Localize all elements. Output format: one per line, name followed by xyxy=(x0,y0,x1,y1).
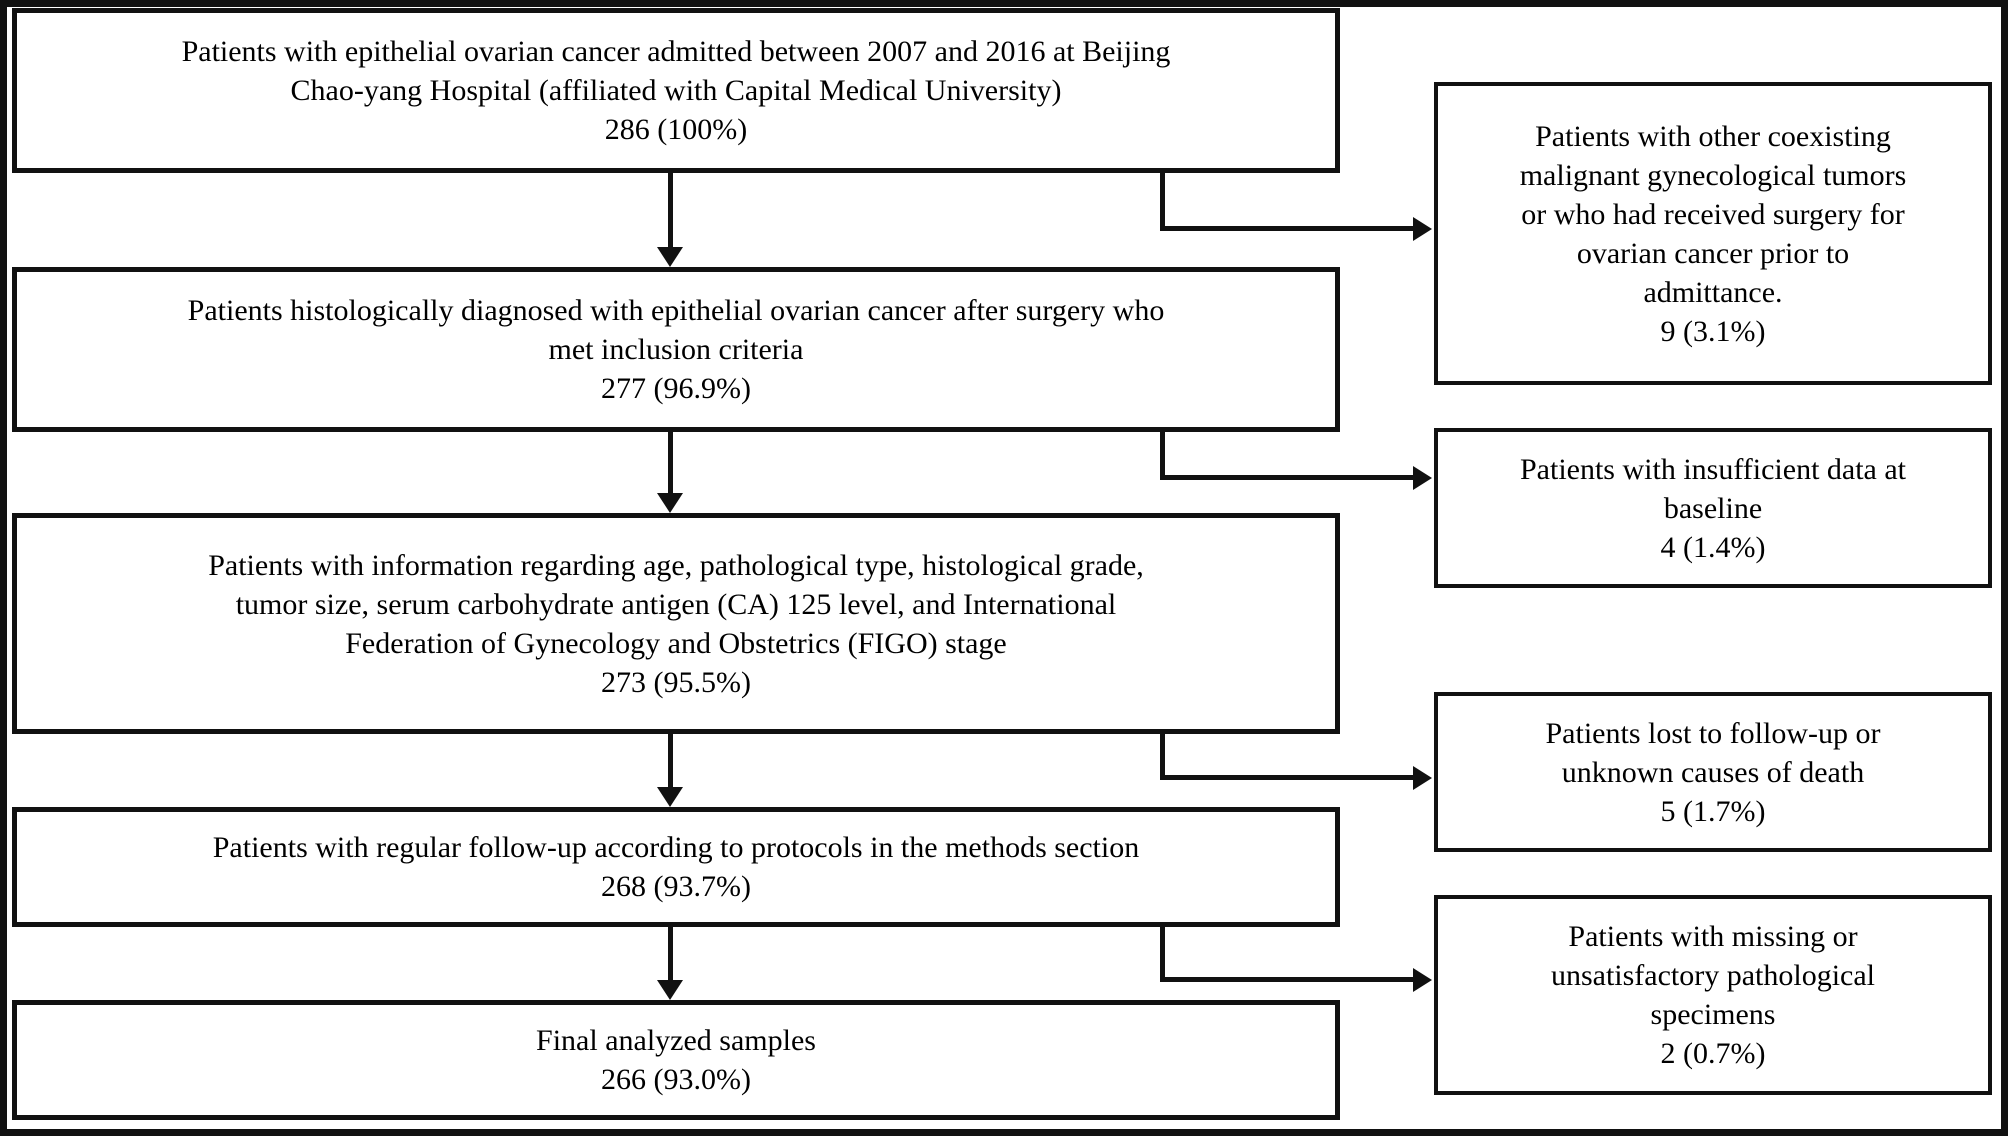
connector-enrolled-to-histology-arrowhead xyxy=(657,247,683,267)
flow-node-information-text: Patients with information regarding age,… xyxy=(208,548,1144,699)
connector-excl-coexisting-vertical xyxy=(1160,173,1165,231)
connector-excl-insufficient-vertical xyxy=(1160,432,1165,480)
exclusion-node-specimens: Patients with missing or unsatisfactory … xyxy=(1434,895,1992,1095)
flow-node-final-text: Final analyzed samples 266 (93.0%) xyxy=(536,1024,816,1096)
connector-excl-specimens-vertical xyxy=(1160,927,1165,982)
flow-node-enrolled: Patients with epithelial ovarian cancer … xyxy=(12,8,1340,173)
exclusion-node-coexisting: Patients with other coexisting malignant… xyxy=(1434,82,1992,385)
connector-excl-insufficient-horizontal xyxy=(1160,475,1413,480)
flow-node-enrolled-text: Patients with epithelial ovarian cancer … xyxy=(181,35,1171,146)
connector-enrolled-to-histology-line xyxy=(668,173,673,247)
connector-information-to-followup-arrowhead xyxy=(657,787,683,807)
connector-followup-to-final-line xyxy=(668,927,673,980)
exclusion-node-specimens-text: Patients with missing or unsatisfactory … xyxy=(1550,920,1876,1070)
flow-node-histology-text: Patients histologically diagnosed with e… xyxy=(187,294,1165,405)
flow-node-followup-text: Patients with regular follow-up accordin… xyxy=(212,831,1140,903)
exclusion-node-insufficient: Patients with insufficient data at basel… xyxy=(1434,428,1992,588)
flow-node-final: Final analyzed samples 266 (93.0%) xyxy=(12,1000,1340,1120)
flow-node-followup: Patients with regular follow-up accordin… xyxy=(12,807,1340,927)
exclusion-node-coexisting-text: Patients with other coexisting malignant… xyxy=(1519,119,1907,348)
connector-excl-lost-vertical xyxy=(1160,734,1165,780)
exclusion-node-insufficient-text: Patients with insufficient data at basel… xyxy=(1519,452,1907,564)
connector-excl-coexisting-arrowhead xyxy=(1413,217,1432,241)
connector-followup-to-final-arrowhead xyxy=(657,980,683,1000)
connector-information-to-followup-line xyxy=(668,734,673,787)
flow-node-information: Patients with information regarding age,… xyxy=(12,513,1340,734)
connector-excl-specimens-arrowhead xyxy=(1413,968,1432,992)
connector-excl-lost-arrowhead xyxy=(1413,766,1432,790)
connector-excl-specimens-horizontal xyxy=(1160,977,1413,982)
exclusion-node-lost: Patients lost to follow-up or unknown ca… xyxy=(1434,692,1992,852)
connector-histology-to-information-line xyxy=(668,432,673,493)
connector-excl-lost-horizontal xyxy=(1160,775,1413,780)
flow-node-histology: Patients histologically diagnosed with e… xyxy=(12,267,1340,432)
connector-excl-coexisting-horizontal xyxy=(1160,226,1413,231)
connector-histology-to-information-arrowhead xyxy=(657,493,683,513)
connector-excl-insufficient-arrowhead xyxy=(1413,466,1432,490)
exclusion-node-lost-text: Patients lost to follow-up or unknown ca… xyxy=(1545,716,1881,828)
